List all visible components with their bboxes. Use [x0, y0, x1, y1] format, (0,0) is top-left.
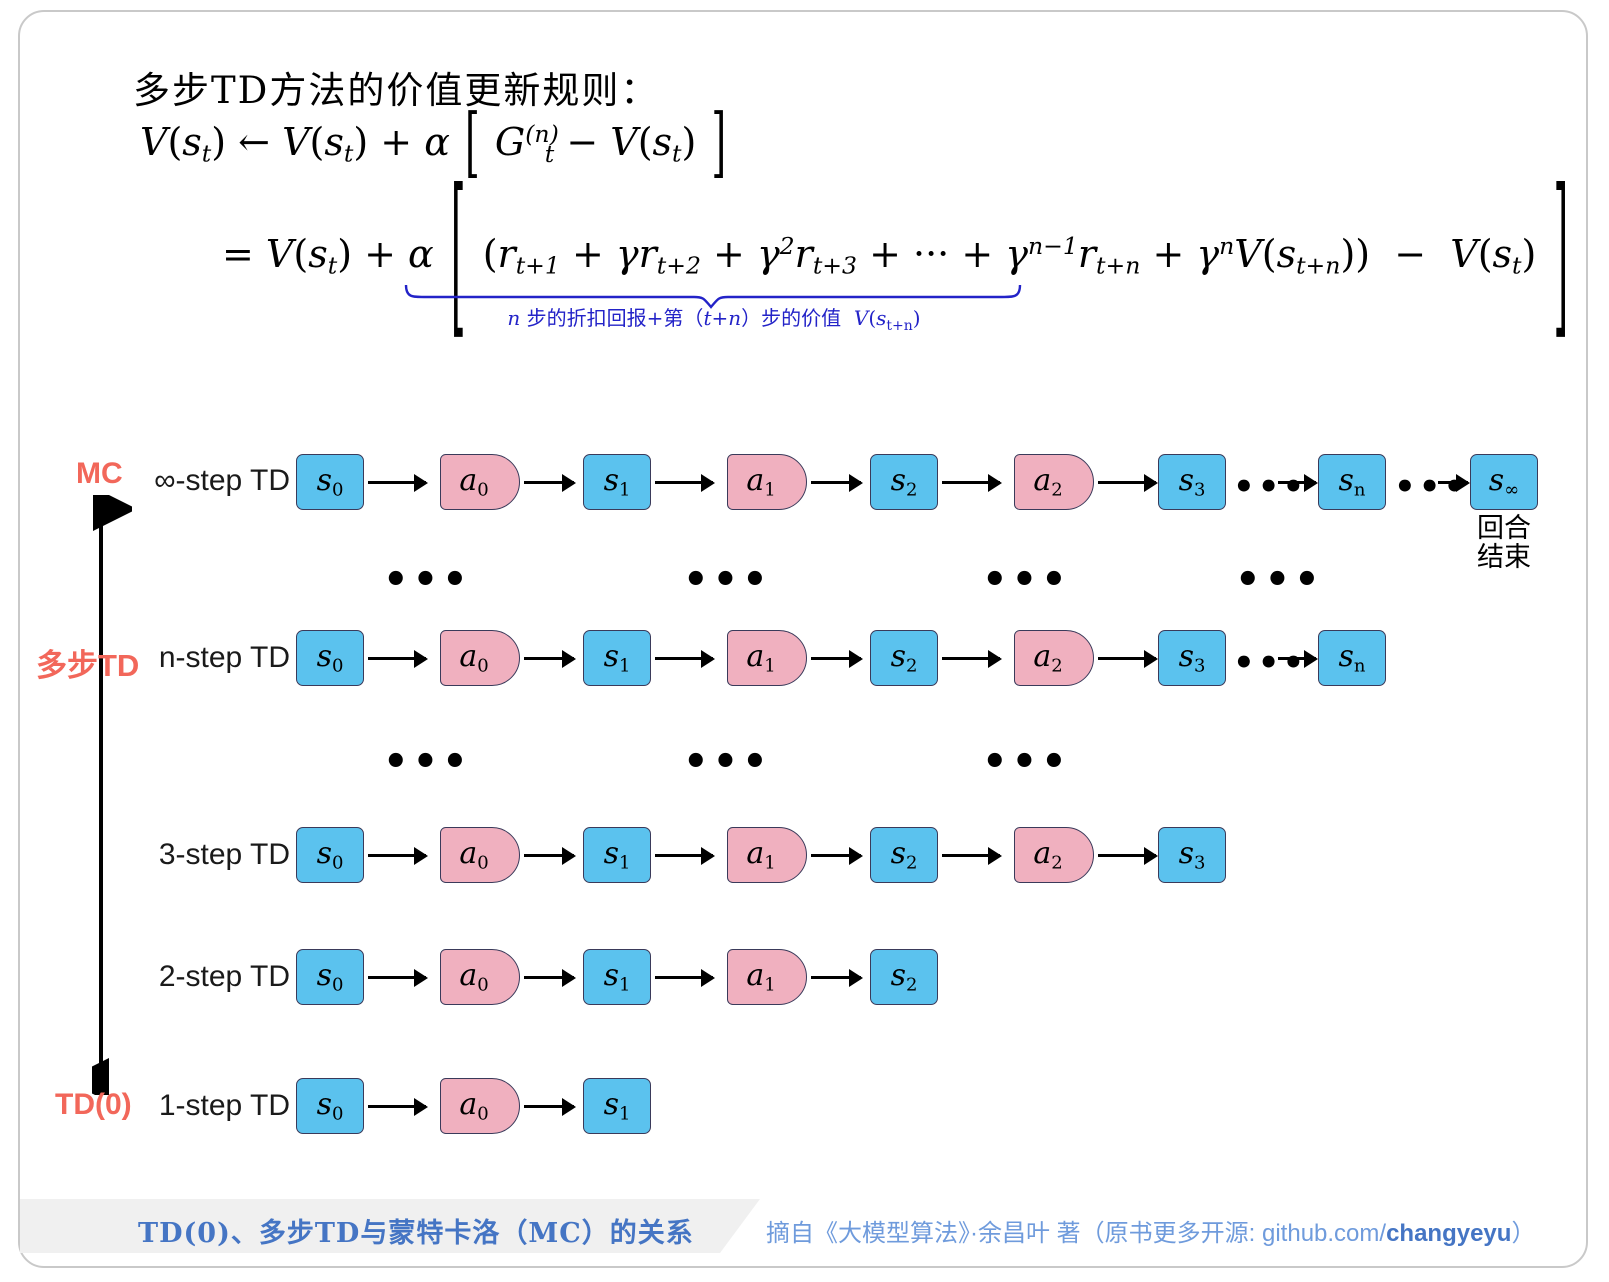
node-action-a0-row5: a0 — [440, 1078, 520, 1134]
mc-to-td0-axis-arrow — [92, 495, 132, 1095]
footer-attr-prefix: 摘自《大模型算法》·余昌叶 著（原书更多开源: github.com/ — [766, 1220, 1387, 1247]
node-state-s3-row3: s3 — [1158, 827, 1226, 883]
node-state-sn-row1: sn — [1318, 454, 1386, 510]
footer-attribution: 摘自《大模型算法》·余昌叶 著（原书更多开源: github.com/chang… — [766, 1213, 1535, 1248]
arrow-row1-1 — [368, 481, 426, 484]
node-action-a0-row1: a0 — [440, 454, 520, 510]
footer-band — [20, 1199, 760, 1253]
row1-ellipsis-2: ••• — [1394, 467, 1469, 507]
arrow-row1-3 — [655, 481, 713, 484]
node-state-s1-row1: s1 — [583, 454, 651, 510]
node-action-a1-row2: a1 — [727, 630, 807, 686]
gap-ellipsis-r2r3-a: ••• — [383, 739, 472, 785]
node-action-a1-row4: a1 — [727, 949, 807, 1005]
node-state-s2-row3: s2 — [870, 827, 938, 883]
row-label-inf-step: ∞-step TD — [154, 464, 290, 497]
node-action-a0-row3: a0 — [440, 827, 520, 883]
arrow-row1-6 — [1098, 481, 1156, 484]
footer-attr-suffix: ） — [1511, 1220, 1536, 1247]
arrow-row5-2 — [524, 1105, 574, 1108]
arrow-row2-5 — [942, 657, 1000, 660]
node-action-a0-row4: a0 — [440, 949, 520, 1005]
arrow-row1-4 — [811, 481, 861, 484]
arrow-row1-5 — [942, 481, 1000, 484]
node-state-s2-row2: s2 — [870, 630, 938, 686]
arrow-row1-8 — [1438, 481, 1468, 484]
node-state-s0-row4: s0 — [296, 949, 364, 1005]
node-action-a1-row1: a1 — [727, 454, 807, 510]
node-state-s1-row5: s1 — [583, 1078, 651, 1134]
arrow-row3-4 — [811, 854, 861, 857]
category-label-multistep-td: 多步TD — [36, 648, 140, 683]
gap-ellipsis-r2r3-c: ••• — [982, 739, 1071, 785]
underbrace-label: n 步的折扣回报+第（t+n）步的价值 V(st+n) — [507, 306, 921, 334]
arrow-row3-6 — [1098, 854, 1156, 857]
arrow-row2-4 — [811, 657, 861, 660]
arrow-row4-2 — [524, 976, 574, 979]
formula-area: 多步TD方法的价值更新规则： V(st) ← V(st) + α [ G(n)t… — [0, 0, 1609, 370]
node-action-a1-row3: a1 — [727, 827, 807, 883]
arrow-row5-1 — [368, 1105, 426, 1108]
gap-ellipsis-r1r2-c: ••• — [982, 557, 1071, 603]
equation-line-2: = V(st) + α [ (rt+1 + γrt+2 + γ2rt+3 + ·… — [222, 152, 1569, 356]
gap-ellipsis-r1r2-b: ••• — [683, 557, 772, 603]
arrow-row4-1 — [368, 976, 426, 979]
row-label-1-step: 1-step TD — [158, 1089, 290, 1122]
node-state-s1-row3: s1 — [583, 827, 651, 883]
gap-ellipsis-r1r2-d: ••• — [1235, 557, 1324, 603]
arrow-row2-1 — [368, 657, 426, 660]
row-label-3-step: 3-step TD — [158, 838, 290, 871]
arrow-row3-1 — [368, 854, 426, 857]
category-label-mc: MC — [76, 457, 123, 490]
node-state-sinf-row1: s∞ — [1470, 454, 1538, 510]
episode-end-line1: 回合 — [1477, 513, 1531, 543]
footer: TD(0)、多步TD与蒙特卡洛（MC）的关系 摘自《大模型算法》·余昌叶 著（原… — [20, 1193, 1588, 1257]
episode-end-line2: 结束 — [1477, 542, 1531, 573]
arrow-row4-4 — [811, 976, 861, 979]
page-title: 多步TD方法的价值更新规则： — [133, 69, 660, 112]
equation-line-1: V(st) ← V(st) + α [ G(n)t − V(st) ] — [140, 98, 727, 186]
arrow-row4-3 — [655, 976, 713, 979]
footer-attr-handle: changyeyu — [1386, 1220, 1512, 1247]
node-state-s1-row2: s1 — [583, 630, 651, 686]
node-state-s1-row4: s1 — [583, 949, 651, 1005]
node-state-s2-row1: s2 — [870, 454, 938, 510]
row2-ellipsis-1: ••• — [1233, 643, 1308, 683]
episode-end-note: 回合 结束 — [1459, 513, 1549, 573]
gap-ellipsis-r2r3-b: ••• — [683, 739, 772, 785]
node-state-s0-row2: s0 — [296, 630, 364, 686]
node-action-a2-row3: a2 — [1014, 827, 1094, 883]
arrow-row3-2 — [524, 854, 574, 857]
arrow-row2-6 — [1098, 657, 1156, 660]
row-label-2-step: 2-step TD — [158, 960, 290, 993]
arrow-row2-7 — [1278, 657, 1316, 660]
footer-title: TD(0)、多步TD与蒙特卡洛（MC）的关系 — [138, 1218, 694, 1249]
arrow-row3-3 — [655, 854, 713, 857]
node-state-s3-row1: s3 — [1158, 454, 1226, 510]
node-action-a2-row2: a2 — [1014, 630, 1094, 686]
node-state-sn-row2: sn — [1318, 630, 1386, 686]
category-label-td0: TD(0) — [55, 1088, 132, 1121]
node-action-a0-row2: a0 — [440, 630, 520, 686]
arrow-row3-5 — [942, 854, 1000, 857]
row1-ellipsis-1: ••• — [1233, 467, 1308, 507]
node-state-s0-row1: s0 — [296, 454, 364, 510]
underbrace — [404, 284, 1022, 309]
arrow-row2-2 — [524, 657, 574, 660]
node-state-s2-row4: s2 — [870, 949, 938, 1005]
row-label-n-step: n-step TD — [158, 641, 290, 674]
arrow-row2-3 — [655, 657, 713, 660]
node-state-s0-row3: s0 — [296, 827, 364, 883]
node-state-s3-row2: s3 — [1158, 630, 1226, 686]
gap-ellipsis-r1r2-a: ••• — [383, 557, 472, 603]
arrow-row1-2 — [524, 481, 574, 484]
node-state-s0-row5: s0 — [296, 1078, 364, 1134]
arrow-row1-7 — [1278, 481, 1316, 484]
node-action-a2-row1: a2 — [1014, 454, 1094, 510]
